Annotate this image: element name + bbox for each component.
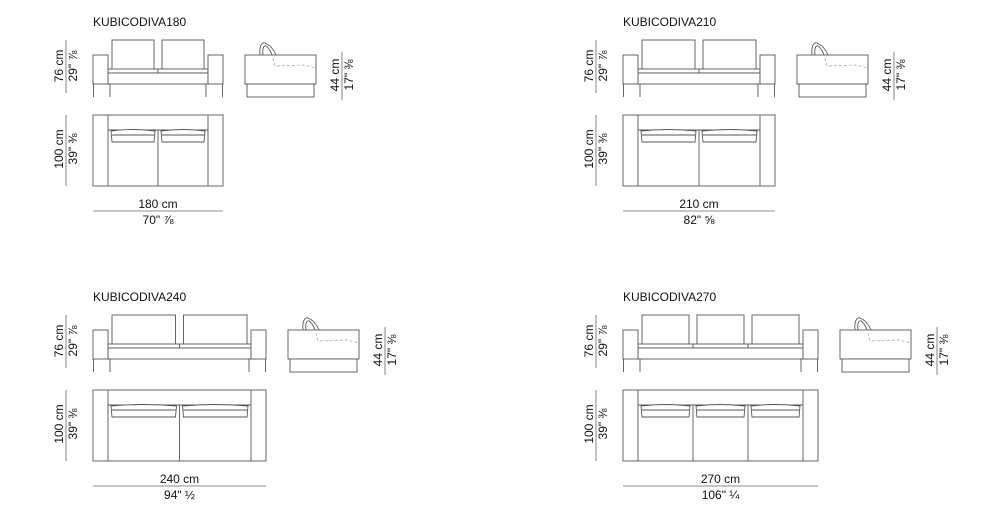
back-cushion bbox=[111, 39, 155, 73]
seat-height-cm: 44 cm bbox=[371, 334, 385, 367]
seat-cushion bbox=[637, 343, 804, 349]
model-title: KUBICODIVA270 bbox=[623, 290, 716, 304]
front-view bbox=[92, 39, 224, 97]
top-view bbox=[622, 389, 819, 462]
side-base bbox=[289, 358, 358, 373]
height-cm: 76 cm bbox=[52, 50, 66, 83]
side-view bbox=[796, 42, 869, 98]
model-title: KUBICODIVA210 bbox=[623, 15, 716, 29]
side-view bbox=[244, 42, 317, 98]
right-arm bbox=[802, 329, 819, 360]
left-arm bbox=[622, 329, 639, 360]
back-cushion bbox=[161, 39, 205, 73]
back-pillow bbox=[160, 129, 206, 143]
back-cushion bbox=[696, 314, 745, 348]
seat-height-cm: 44 cm bbox=[923, 334, 937, 367]
seat-height-cm: 44 cm bbox=[880, 59, 894, 92]
model-title: KUBICODIVA240 bbox=[93, 290, 186, 304]
right-arm bbox=[250, 329, 267, 360]
front-view bbox=[622, 314, 819, 372]
depth-cm: 100 cm bbox=[582, 129, 596, 168]
seat-height-in: 17" ⅜ bbox=[385, 334, 399, 366]
left-arm bbox=[92, 329, 109, 360]
back-pillow bbox=[640, 404, 691, 418]
back-pillow bbox=[182, 404, 249, 418]
top-outline bbox=[622, 389, 819, 462]
seat-base bbox=[637, 347, 804, 360]
seat-height-cm: 44 cm bbox=[328, 59, 342, 92]
side-base bbox=[841, 358, 910, 373]
seat-base bbox=[637, 72, 761, 85]
side-body bbox=[244, 54, 317, 85]
depth-in: 39" ⅜ bbox=[66, 133, 80, 165]
back-cushion bbox=[183, 314, 248, 348]
side-base bbox=[798, 83, 867, 98]
depth-in: 39" ⅜ bbox=[66, 408, 80, 440]
depth-cm: 100 cm bbox=[52, 404, 66, 443]
backrest-curve bbox=[302, 317, 320, 331]
width-cm: 210 cm bbox=[679, 197, 718, 211]
back-pillow bbox=[695, 404, 746, 418]
height-in: 29" ⅞ bbox=[66, 50, 80, 82]
left-arm bbox=[92, 54, 109, 85]
model-title: KUBICODIVA180 bbox=[93, 15, 186, 29]
depth-cm: 100 cm bbox=[582, 404, 596, 443]
back-pillow bbox=[110, 129, 156, 143]
width-cm: 240 cm bbox=[160, 472, 199, 486]
left-arm bbox=[622, 54, 639, 85]
side-body bbox=[839, 329, 912, 360]
backrest-curve bbox=[811, 42, 829, 56]
height-cm: 76 cm bbox=[582, 50, 596, 83]
width-cm: 270 cm bbox=[701, 472, 740, 486]
front-view bbox=[622, 39, 776, 97]
back-cushion bbox=[641, 314, 690, 348]
back-cushion bbox=[702, 39, 757, 73]
right-arm bbox=[759, 54, 776, 85]
height-in: 29" ⅞ bbox=[596, 325, 610, 357]
back-pillow bbox=[640, 129, 697, 143]
width-in: 70" ⅞ bbox=[143, 213, 175, 227]
back-pillow bbox=[110, 404, 177, 418]
width-in: 94" ½ bbox=[164, 488, 195, 502]
back-cushion bbox=[111, 314, 176, 348]
backrest-curve bbox=[854, 317, 872, 331]
side-view bbox=[839, 317, 912, 373]
back-cushion bbox=[751, 314, 800, 348]
height-in: 29" ⅞ bbox=[596, 50, 610, 82]
seat-height-in: 17" ⅜ bbox=[894, 59, 908, 91]
seat-height-in: 17" ⅜ bbox=[342, 59, 356, 91]
width-in: 106" ¼ bbox=[702, 488, 741, 502]
height-in: 29" ⅞ bbox=[66, 325, 80, 357]
width-cm: 180 cm bbox=[138, 197, 177, 211]
seat-base bbox=[107, 72, 209, 85]
depth-cm: 100 cm bbox=[52, 129, 66, 168]
back-cushion bbox=[641, 39, 696, 73]
top-view bbox=[622, 114, 776, 187]
depth-in: 39" ⅜ bbox=[596, 408, 610, 440]
top-view bbox=[92, 114, 224, 187]
back-pillow bbox=[750, 404, 801, 418]
backrest-curve bbox=[259, 42, 277, 56]
depth-in: 39" ⅜ bbox=[596, 133, 610, 165]
seat-base bbox=[107, 347, 252, 360]
front-view bbox=[92, 314, 267, 372]
side-base bbox=[246, 83, 315, 98]
height-cm: 76 cm bbox=[52, 325, 66, 358]
side-body bbox=[796, 54, 869, 85]
right-arm bbox=[207, 54, 224, 85]
top-view bbox=[92, 389, 267, 462]
height-cm: 76 cm bbox=[582, 325, 596, 358]
width-in: 82" ⅝ bbox=[684, 213, 716, 227]
seat-height-in: 17" ⅜ bbox=[937, 334, 951, 366]
back-pillow bbox=[701, 129, 758, 143]
side-view bbox=[287, 317, 360, 373]
side-body bbox=[287, 329, 360, 360]
